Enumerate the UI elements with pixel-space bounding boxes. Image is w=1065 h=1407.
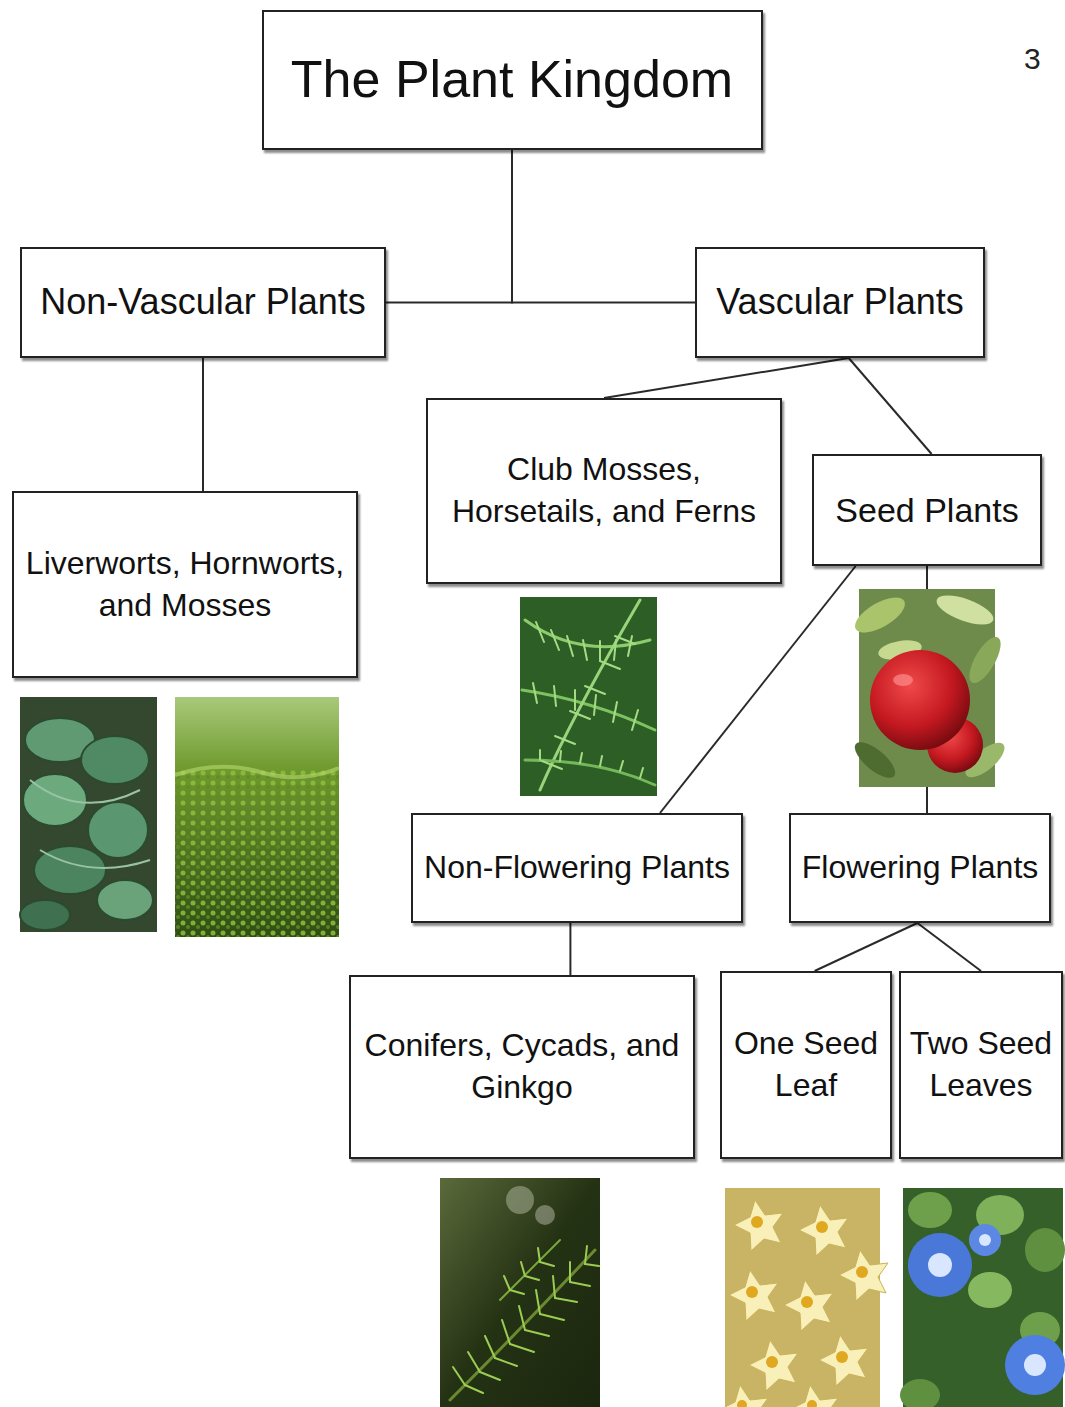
connector-line xyxy=(849,358,932,454)
moss-photo xyxy=(175,697,339,937)
title-box: The Plant Kingdom xyxy=(262,10,763,150)
node-text: Two Seed Leaves xyxy=(909,1023,1053,1106)
example-box: One Seed Leaf xyxy=(720,971,892,1159)
group-box: Non-Flowering Plants xyxy=(411,813,743,923)
node-text: The Plant Kingdom xyxy=(272,46,753,114)
group-box: Seed Plants xyxy=(812,454,1042,566)
fern-photo xyxy=(520,597,657,796)
example-box: Two Seed Leaves xyxy=(899,971,1063,1159)
node-text: Liverworts, Hornworts, and Mosses xyxy=(22,543,348,626)
apple-photo xyxy=(849,589,1009,787)
node-text: Vascular Plants xyxy=(705,279,975,326)
node-text: Non-Flowering Plants xyxy=(421,847,733,889)
daffodil-photo xyxy=(719,1188,888,1407)
example-box: Club Mosses, Horsetails, and Ferns xyxy=(426,398,782,584)
connector-line xyxy=(604,358,849,398)
conifer-photo xyxy=(440,1178,600,1407)
node-text: Flowering Plants xyxy=(799,847,1041,889)
connector-line xyxy=(815,923,918,971)
connector-line xyxy=(569,923,571,975)
node-text: Club Mosses, Horsetails, and Ferns xyxy=(436,449,772,532)
connector-line xyxy=(512,150,695,303)
node-text: Conifers, Cycads, and Ginkgo xyxy=(359,1025,685,1108)
page-number: 3 xyxy=(1024,42,1041,76)
morning-glory-photo xyxy=(900,1188,1065,1407)
group-box: Non-Vascular Plants xyxy=(20,247,386,358)
example-box: Liverworts, Hornworts, and Mosses xyxy=(12,491,358,678)
connector-line xyxy=(917,923,981,971)
connector-line xyxy=(926,566,928,813)
group-box: Flowering Plants xyxy=(789,813,1051,923)
group-box: Vascular Plants xyxy=(695,247,985,358)
node-text: Non-Vascular Plants xyxy=(30,279,376,326)
connector-line xyxy=(660,566,856,813)
example-box: Conifers, Cycads, and Ginkgo xyxy=(349,975,695,1159)
connector-line xyxy=(202,358,204,491)
connector-line xyxy=(386,150,512,303)
node-text: Seed Plants xyxy=(822,488,1032,532)
node-text: One Seed Leaf xyxy=(730,1023,882,1106)
liverwort-photo xyxy=(20,697,157,932)
